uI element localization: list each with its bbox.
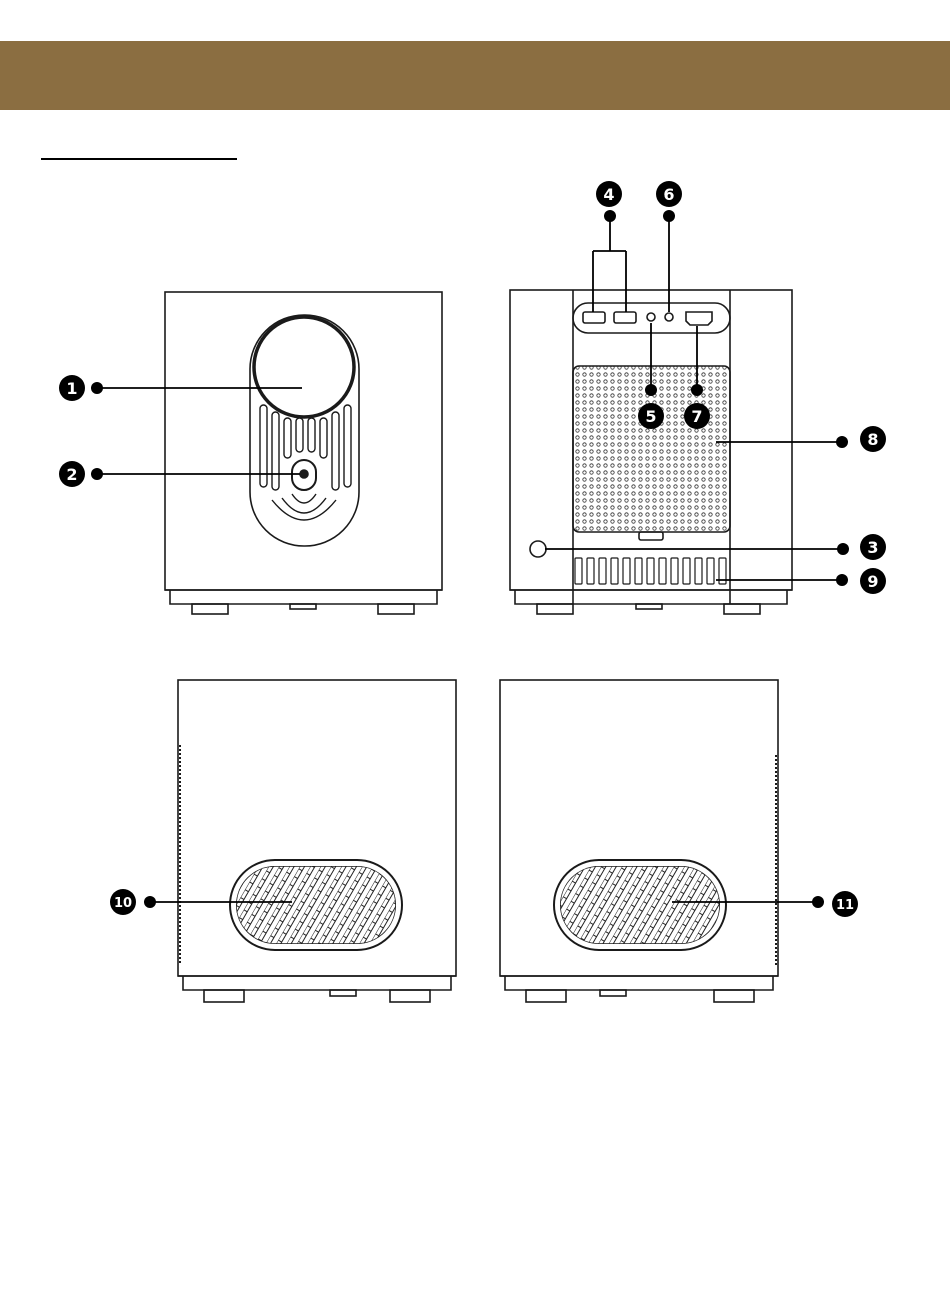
callout-8: 8 [860,426,886,452]
front-vent-slots [260,405,351,520]
callout-7: 7 [684,403,710,429]
front-view [165,292,442,614]
svg-text:4: 4 [603,185,614,204]
callout-2: 2 [59,461,85,487]
rear-view-foot-right [724,604,760,614]
callout-1: 1 [59,375,85,401]
rear-view-foot-middle [636,604,662,609]
svg-text:7: 7 [691,407,702,426]
lens [254,317,354,417]
svg-text:3: 3 [867,538,878,557]
front-view-foot-middle [290,604,316,609]
front-view-foot-left [192,604,228,614]
audio-jack [647,313,655,321]
rear-view-foot-left [537,604,573,614]
usb-port-b [614,312,636,323]
bottom-vent-slots [575,558,726,584]
svg-text:6: 6 [663,185,674,204]
right-side-view [500,680,778,1002]
callout-9: 9 [860,568,886,594]
leader-lines [97,216,843,902]
callout-3: 3 [860,534,886,560]
svg-text:2: 2 [66,465,77,484]
callout-10: 10 [110,889,136,915]
usb-port-a [583,312,605,323]
svg-text:9: 9 [867,572,878,591]
svg-text:5: 5 [645,407,656,426]
front-view-foot-right [378,604,414,614]
callout-5: 5 [638,403,664,429]
svg-text:1: 1 [66,379,77,398]
callout-11: 11 [832,891,858,917]
svg-text:8: 8 [867,430,878,449]
callout-6: 6 [656,181,682,207]
left-side-view [178,680,456,1002]
svg-text:11: 11 [836,898,854,913]
leader-dots [91,210,849,908]
hdmi-port [686,312,712,325]
power-jack [665,313,673,321]
power-button [530,541,546,557]
callout-4: 4 [596,181,622,207]
svg-text:10: 10 [114,896,132,911]
